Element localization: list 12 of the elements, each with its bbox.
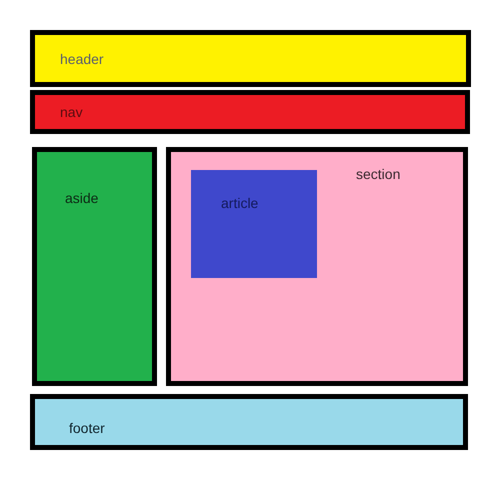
region-label: header [60, 51, 104, 67]
layout-region-box [191, 170, 317, 278]
layout-region-box [30, 394, 468, 450]
layout-region-box [166, 147, 468, 386]
layout-region-box [30, 30, 471, 87]
region-label: nav [60, 104, 83, 120]
region-label: footer [69, 420, 105, 436]
layout-region-box [30, 90, 470, 134]
region-label: aside [65, 190, 98, 206]
layout-region-box [32, 147, 157, 386]
region-label: section [356, 166, 400, 182]
region-label: article [221, 195, 258, 211]
